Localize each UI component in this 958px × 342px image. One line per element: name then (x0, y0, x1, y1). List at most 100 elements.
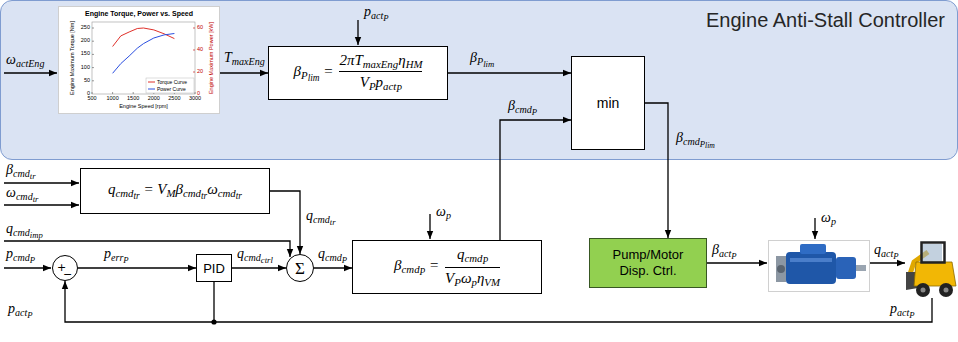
fraction-bar (339, 71, 422, 72)
signal-label: βPlim (470, 50, 494, 69)
text-run: V (360, 74, 369, 90)
signal-label: βcmdPlim (676, 130, 715, 151)
text-run: η (398, 52, 405, 68)
text-run: q (457, 246, 465, 262)
text-run: 2πT (339, 52, 362, 68)
text-run: P (27, 310, 32, 320)
tick-label: 60 (197, 25, 203, 31)
text-run: p (8, 301, 15, 316)
loader-illustration (939, 283, 953, 297)
text-run: act (15, 307, 27, 318)
text-run: P (909, 310, 914, 320)
text-run: ω (6, 52, 16, 67)
text-run: tr (236, 191, 242, 201)
fraction: qcmdPVPωpηVM (445, 246, 500, 289)
signal-arrow (707, 262, 767, 263)
text-run: β (470, 50, 477, 65)
text-run: cmd (402, 262, 420, 274)
summing-junction: +− (52, 255, 78, 281)
signal-connector (314, 267, 352, 268)
text-run: tr (33, 194, 39, 204)
text-run: q (6, 221, 13, 236)
chart-title: Engine Torque, Power vs. Speed (59, 10, 219, 18)
text-run: cmd (218, 186, 236, 198)
signal-label: qcmdimp (6, 221, 43, 240)
text-run: β (508, 98, 515, 113)
text-run: q (306, 208, 313, 223)
text-run: ω (436, 204, 446, 219)
sum-block: Σ (286, 254, 314, 282)
text-run: cmd (183, 186, 201, 198)
signal-label: qactP (874, 242, 899, 261)
text-run: P (893, 251, 898, 261)
text-run: cmd (16, 191, 33, 202)
text-run: act (897, 307, 909, 318)
block-label: Σ (295, 260, 305, 277)
text-run: p (446, 210, 451, 221)
text-run: p (471, 276, 476, 288)
text-run: cmd (464, 251, 482, 263)
signal-arrow (357, 20, 358, 45)
loader-illustration (914, 262, 956, 286)
signal-label: βcmdtr (6, 162, 36, 181)
loader-illustration (906, 272, 918, 290)
text-run: P (420, 267, 426, 277)
signal-label: ωp (436, 204, 451, 221)
signal-label: ωcmdtr (6, 185, 38, 204)
signal-label: ωactEng (6, 52, 44, 69)
signal-connector (232, 267, 286, 268)
text-run: = V (140, 181, 167, 197)
engine-chart-plot (92, 22, 195, 94)
text-run: cmd (13, 252, 30, 263)
formula-text: qcmdtr = VMβcmdtrωcmdtr (108, 181, 242, 202)
signal-connector (645, 103, 668, 238)
signal-label: βcmdP (508, 98, 537, 117)
tick-label: 150 (81, 52, 90, 58)
text-run: q (874, 242, 881, 257)
text-run: q (237, 246, 244, 261)
formula-text: VPωpηVM (445, 270, 500, 288)
x-ticks (92, 92, 195, 94)
text-run: ω (821, 210, 831, 225)
text-run: p (364, 4, 371, 19)
controller-panel: Engine Anti-Stall ControllerEngine Torqu… (0, 0, 958, 160)
loader-illustration (906, 243, 956, 298)
tick-label: 50 (84, 78, 90, 84)
pump-illustration (790, 258, 832, 262)
text-run: P (532, 107, 537, 117)
text-run: β (6, 162, 13, 177)
text-run: P (454, 276, 461, 288)
signal-arrow (4, 204, 79, 205)
text-run: P (477, 56, 483, 67)
text-run: VM (484, 276, 500, 288)
text-run: act (383, 79, 396, 91)
signal-label: pcmdP (6, 246, 35, 265)
text-run: V (445, 270, 454, 286)
axis-title: Engine Maximum Torque [Nm] (70, 21, 76, 95)
signal-arrow (429, 214, 430, 239)
signal-arrow (4, 20, 932, 322)
text-run: p (890, 301, 897, 316)
signal-arrow (4, 182, 79, 183)
text-run: tr (330, 217, 336, 227)
formula-text: βPlim = (294, 63, 334, 84)
block-label: Pump/Motor Disp. Ctrl. (600, 247, 696, 278)
text-run: P (369, 79, 376, 91)
text-run: cmd (325, 252, 342, 263)
text-run: β (394, 257, 401, 273)
text-run: cmd (244, 252, 261, 263)
text-run: T (224, 50, 232, 65)
signal-label: pactP (8, 301, 33, 320)
text-run: cmd (683, 136, 700, 147)
pid-block: PID (196, 254, 232, 282)
legend-frame (146, 78, 194, 93)
tick-label: 2000 (148, 96, 160, 102)
fraction-bar (445, 267, 500, 268)
text-run: act (371, 10, 383, 21)
signal-arrow (4, 267, 51, 268)
tick-label: 200 (81, 38, 90, 44)
signal-arrow (870, 262, 905, 263)
pump-illustration (777, 265, 785, 273)
signal-connector (220, 72, 268, 73)
formula-box: βcmdP =qcmdPVPωpηVM (352, 240, 542, 294)
